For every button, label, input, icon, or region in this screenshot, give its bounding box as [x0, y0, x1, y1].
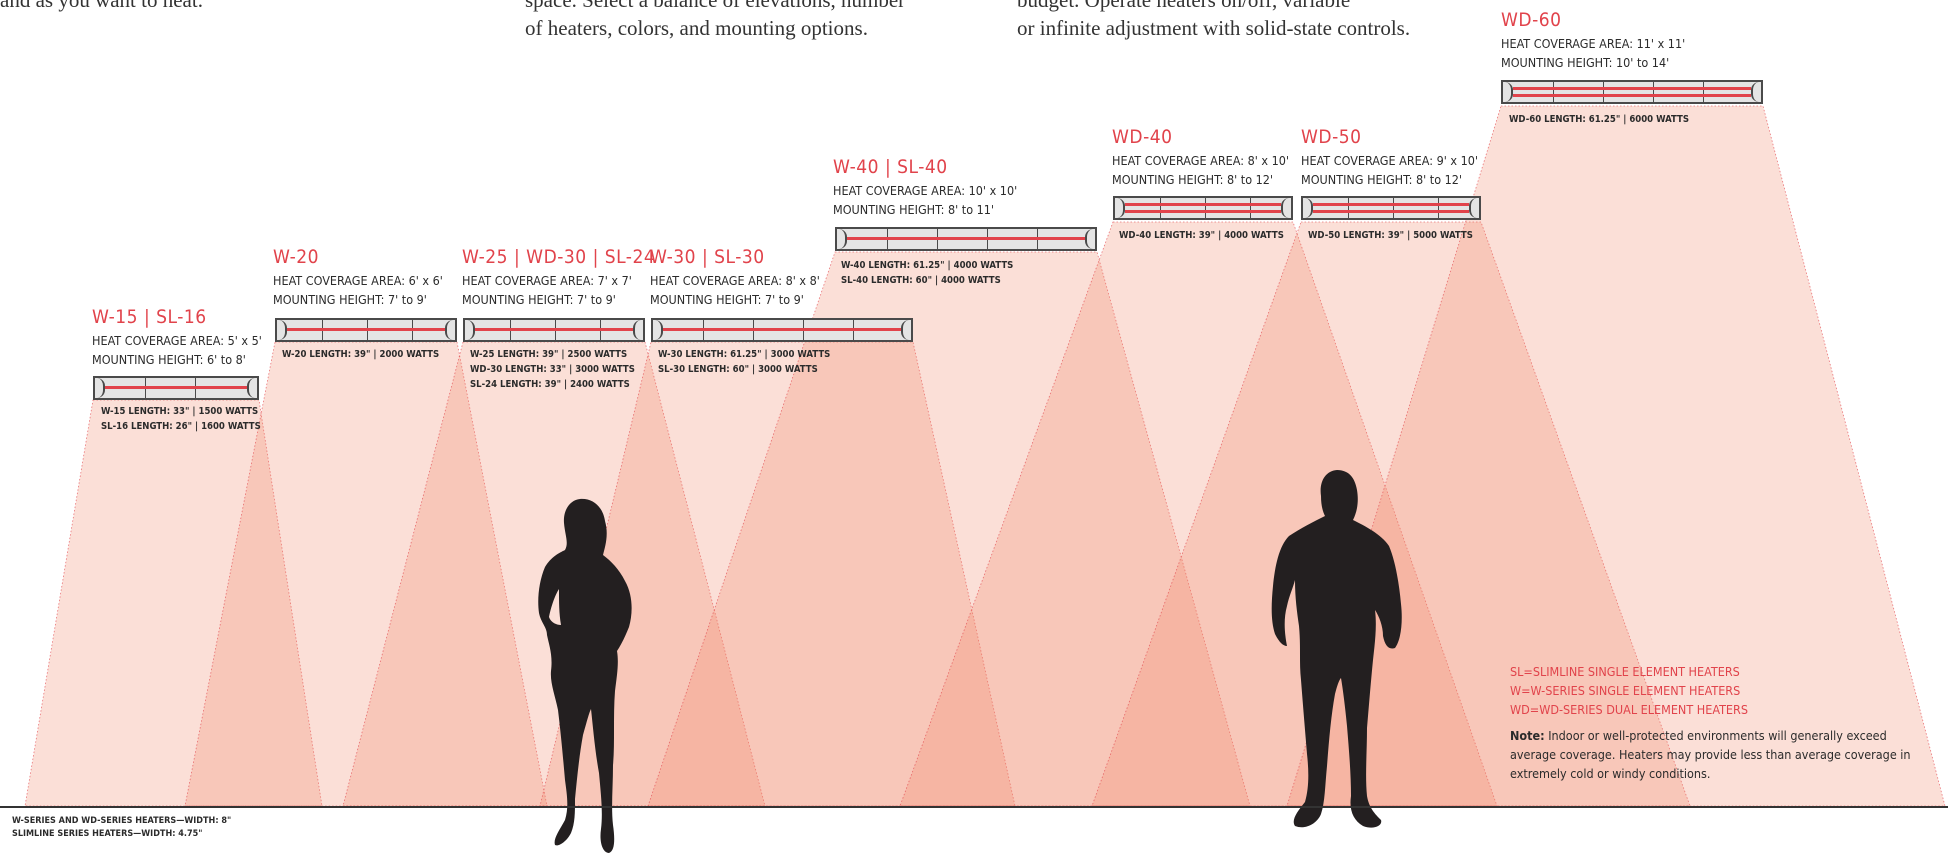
heater-block-w20: W-20 HEAT COVERAGE AREA: 6' x 6' MOUNTIN…: [273, 245, 443, 309]
caption-line: SL-16 LENGTH: 26" | 1600 WATTS: [101, 421, 261, 432]
coverage-cone-3: [539, 341, 1016, 807]
model-name: WD-50: [1301, 126, 1362, 148]
legend-item-sl: SL=SLIMLINE SINGLE ELEMENT HEATERS: [1510, 664, 1740, 679]
heater-unit-w30: [651, 318, 913, 342]
model-name: WD-60: [1501, 9, 1562, 31]
heater-block-w40: W-40 | SL-40 HEAT COVERAGE AREA: 10' x 1…: [833, 155, 1017, 219]
intro-text-col2-line1: space. Select a balance of elevations, n…: [525, 0, 906, 12]
model-name: W-20: [273, 246, 320, 268]
caption-line: W-15 LENGTH: 33" | 1500 WATTS: [101, 406, 259, 417]
coverage-area: HEAT COVERAGE AREA: 9' x 10': [1301, 153, 1479, 168]
coverage-area: HEAT COVERAGE AREA: 8' x 8': [650, 273, 820, 288]
heater-caption-w20: W-20 LENGTH: 39" | 2000 WATTS: [282, 347, 439, 362]
heater-block-w30: W-30 | SL-30 HEAT COVERAGE AREA: 8' x 8'…: [650, 245, 820, 309]
width-footnote: W-SERIES AND WD-SERIES HEATERS—WIDTH: 8"…: [12, 815, 231, 841]
heater-caption-w25: W-25 LENGTH: 39" | 2500 WATTS WD-30 LENG…: [470, 347, 635, 392]
coverage-area: HEAT COVERAGE AREA: 7' x 7': [462, 273, 632, 288]
note-label: Note:: [1510, 728, 1545, 743]
model-name: W-15 | SL-16: [92, 306, 207, 328]
heater-caption-w15: W-15 LENGTH: 33" | 1500 WATTS SL-16 LENG…: [101, 404, 261, 434]
heater-unit-w40: [835, 227, 1097, 251]
heater-caption-w30: W-30 LENGTH: 61.25" | 3000 WATTS SL-30 L…: [658, 347, 830, 377]
man-silhouette-icon: [1271, 470, 1402, 828]
intro-text-col3-line1: budget. Operate heaters on/off, variable: [1017, 0, 1351, 12]
caption-line: WD-30 LENGTH: 33" | 3000 WATTS: [470, 364, 635, 375]
mounting-height: MOUNTING HEIGHT: 6' to 8': [92, 352, 246, 367]
caption-line: SL-40 LENGTH: 60" | 4000 WATTS: [841, 275, 1001, 286]
coverage-area: HEAT COVERAGE AREA: 8' x 10': [1112, 153, 1290, 168]
caption-line: WD-40 LENGTH: 39" | 4000 WATTS: [1119, 230, 1284, 241]
footnote-line: SLIMLINE SERIES HEATERS—WIDTH: 4.75": [12, 829, 203, 839]
intro-text-col3-line2: or infinite adjustment with solid-state …: [1017, 16, 1411, 40]
intro-text-col1: and as you want to heat.: [0, 0, 203, 12]
heater-caption-wd60: WD-60 LENGTH: 61.25" | 6000 WATTS: [1509, 112, 1689, 127]
mounting-height: MOUNTING HEIGHT: 8' to 12': [1301, 172, 1463, 187]
model-name: WD-40: [1112, 126, 1173, 148]
floor-line: [0, 806, 1948, 808]
model-name: W-25 | WD-30 | SL-24: [462, 246, 656, 268]
series-legend: SL=SLIMLINE SINGLE ELEMENT HEATERS W=W-S…: [1510, 662, 1748, 719]
model-name: W-30 | SL-30: [650, 246, 765, 268]
caption-line: WD-50 LENGTH: 39" | 5000 WATTS: [1308, 230, 1473, 241]
coverage-area: HEAT COVERAGE AREA: 10' x 10': [833, 183, 1018, 198]
mounting-height: MOUNTING HEIGHT: 7' to 9': [650, 292, 804, 307]
heater-block-w15: W-15 | SL-16 HEAT COVERAGE AREA: 5' x 5'…: [92, 305, 262, 369]
mounting-height: MOUNTING HEIGHT: 10' to 14': [1501, 55, 1670, 70]
caption-line: W-25 LENGTH: 39" | 2500 WATTS: [470, 349, 628, 360]
caption-line: W-40 LENGTH: 61.25" | 4000 WATTS: [841, 260, 1014, 271]
legend-item-w: W=W-SERIES SINGLE ELEMENT HEATERS: [1510, 683, 1741, 698]
heater-unit-w20: [275, 318, 457, 342]
heater-unit-wd40: [1113, 196, 1293, 220]
note-text: Indoor or well-protected environments wi…: [1510, 728, 1911, 781]
caption-line: W-20 LENGTH: 39" | 2000 WATTS: [282, 349, 440, 360]
mounting-height: MOUNTING HEIGHT: 7' to 9': [462, 292, 616, 307]
mounting-height: MOUNTING HEIGHT: 7' to 9': [273, 292, 427, 307]
coverage-area: HEAT COVERAGE AREA: 6' x 6': [273, 273, 443, 288]
heater-caption-wd50: WD-50 LENGTH: 39" | 5000 WATTS: [1308, 228, 1473, 243]
caption-line: W-30 LENGTH: 61.25" | 3000 WATTS: [658, 349, 831, 360]
mounting-height: MOUNTING HEIGHT: 8' to 12': [1112, 172, 1274, 187]
caption-line: SL-30 LENGTH: 60" | 3000 WATTS: [658, 364, 818, 375]
heater-unit-wd60: [1501, 80, 1763, 104]
heater-unit-w25: [463, 318, 645, 342]
coverage-area: HEAT COVERAGE AREA: 5' x 5': [92, 333, 262, 348]
woman-silhouette-icon: [538, 498, 632, 853]
coverage-area: HEAT COVERAGE AREA: 11' x 11': [1501, 36, 1686, 51]
heater-caption-wd40: WD-40 LENGTH: 39" | 4000 WATTS: [1119, 228, 1284, 243]
heater-unit-w15: [93, 376, 259, 400]
caption-line: WD-60 LENGTH: 61.25" | 6000 WATTS: [1509, 114, 1690, 125]
mounting-height: MOUNTING HEIGHT: 8' to 11': [833, 202, 995, 217]
heater-block-wd40: WD-40 HEAT COVERAGE AREA: 8' x 10' MOUNT…: [1112, 125, 1289, 189]
footnote-line: W-SERIES AND WD-SERIES HEATERS—WIDTH: 8": [12, 816, 232, 826]
caption-line: SL-24 LENGTH: 39" | 2400 WATTS: [470, 379, 630, 390]
heater-block-wd50: WD-50 HEAT COVERAGE AREA: 9' x 10' MOUNT…: [1301, 125, 1478, 189]
heater-block-wd60: WD-60 HEAT COVERAGE AREA: 11' x 11' MOUN…: [1501, 8, 1685, 72]
intro-text-col2-line2: of heaters, colors, and mounting options…: [525, 16, 868, 40]
legend-item-wd: WD=WD-SERIES DUAL ELEMENT HEATERS: [1510, 702, 1748, 717]
coverage-cone-0: [24, 399, 323, 807]
model-name: W-40 | SL-40: [833, 156, 948, 178]
heater-caption-w40: W-40 LENGTH: 61.25" | 4000 WATTS SL-40 L…: [841, 258, 1013, 288]
coverage-note: Note: Indoor or well-protected environme…: [1510, 726, 1930, 783]
heater-unit-wd50: [1301, 196, 1481, 220]
heater-block-w25: W-25 | WD-30 | SL-24 HEAT COVERAGE AREA:…: [462, 245, 655, 309]
coverage-cone-6: [1091, 221, 1691, 807]
